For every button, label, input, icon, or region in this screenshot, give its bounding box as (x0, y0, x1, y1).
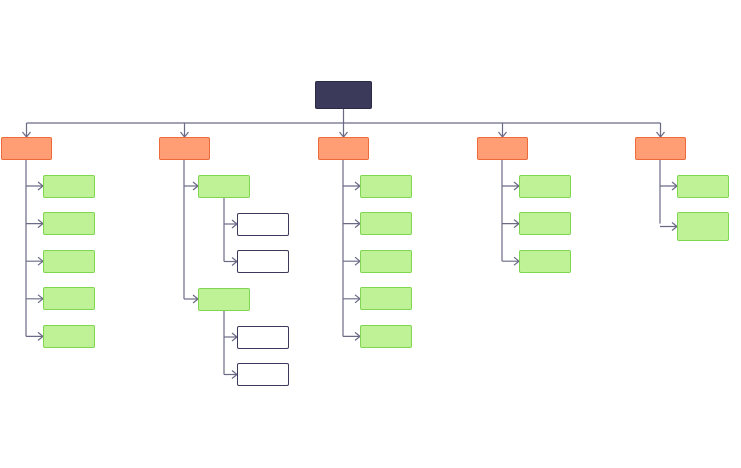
category-node[interactable] (635, 137, 686, 160)
category-node[interactable] (318, 137, 369, 160)
leaf-node[interactable] (198, 287, 250, 311)
category-node[interactable] (159, 137, 210, 160)
leaf-node[interactable] (360, 174, 412, 198)
leaf-node[interactable] (677, 212, 729, 241)
leaf-node[interactable] (43, 287, 95, 311)
sub-node[interactable] (237, 212, 289, 236)
leaf-node[interactable] (198, 174, 250, 198)
sub-node[interactable] (237, 363, 289, 386)
category-node[interactable] (477, 137, 528, 160)
leaf-node[interactable] (43, 174, 95, 198)
leaf-node[interactable] (43, 212, 95, 236)
leaf-node[interactable] (43, 324, 95, 348)
leaf-node[interactable] (43, 249, 95, 273)
leaf-node[interactable] (519, 212, 571, 236)
sub-node[interactable] (237, 325, 289, 349)
leaf-node[interactable] (519, 249, 571, 273)
leaf-node[interactable] (360, 324, 412, 348)
leaf-node[interactable] (677, 174, 729, 198)
leaf-node[interactable] (360, 212, 412, 236)
leaf-node[interactable] (360, 287, 412, 311)
category-node[interactable] (1, 137, 52, 160)
root-node[interactable] (315, 81, 372, 109)
sub-node[interactable] (237, 250, 289, 273)
leaf-node[interactable] (360, 249, 412, 273)
leaf-node[interactable] (519, 174, 571, 198)
